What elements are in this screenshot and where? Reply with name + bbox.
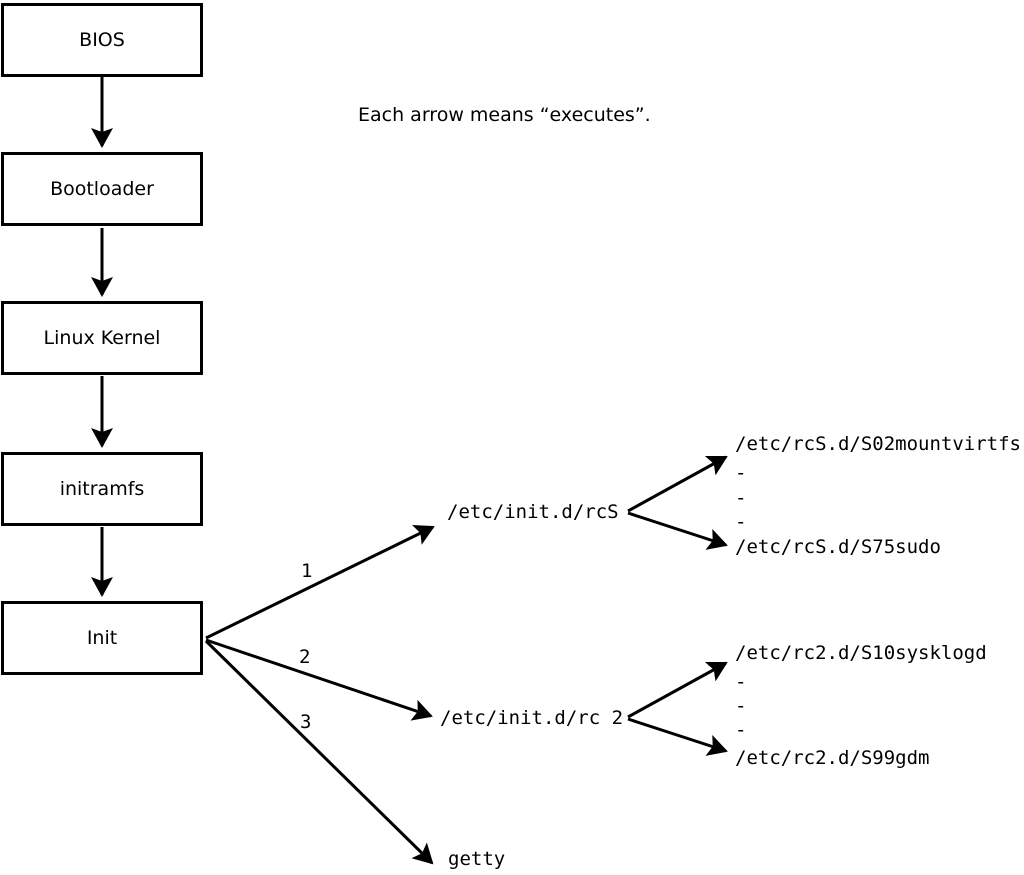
target-rcs: /etc/init.d/rcS [447, 501, 619, 523]
arrow-rc2-to-s99gdm [627, 717, 728, 756]
box-initramfs-label: initramfs [59, 478, 145, 500]
target-getty: getty [448, 848, 506, 870]
script-s99gdm: /etc/rc2.d/S99gdm [735, 747, 930, 769]
ellipsis-dash: - [735, 487, 747, 509]
box-initramfs: initramfs [1, 452, 203, 526]
ellipsis-dash: - [735, 511, 747, 533]
script-s75sudo: /etc/rcS.d/S75sudo [735, 536, 941, 558]
legend-note: Each arrow means “executes”. [358, 104, 651, 126]
arrow-rcs-to-s75sudo [627, 511, 728, 550]
arrow-init-to-rc2 [205, 638, 433, 721]
branch-number-2: 2 [299, 646, 311, 668]
box-bootloader: Bootloader [1, 152, 203, 226]
target-rc2: /etc/init.d/rc 2 [440, 707, 624, 729]
box-init-label: Init [86, 627, 118, 649]
ellipsis-dash: - [735, 671, 747, 693]
box-bios-label: BIOS [79, 29, 125, 51]
box-bootloader-label: Bootloader [50, 178, 154, 200]
box-bios: BIOS [1, 3, 203, 77]
box-linux-kernel: Linux Kernel [1, 301, 203, 375]
box-init: Init [1, 601, 203, 675]
ellipsis-dash: - [735, 695, 747, 717]
arrow-rc2-to-s10sysklogd [627, 661, 728, 719]
branch-number-1: 1 [301, 560, 313, 582]
script-s10sysklogd: /etc/rc2.d/S10sysklogd [735, 642, 987, 664]
arrow-init-to-rcs [205, 525, 435, 640]
arrow-init-to-getty [204, 639, 434, 865]
box-linux-kernel-label: Linux Kernel [43, 327, 161, 349]
script-s02mountvirtfs: /etc/rcS.d/S02mountvirtfs [735, 433, 1021, 455]
branch-number-3: 3 [300, 711, 312, 733]
ellipsis-dash: - [735, 719, 747, 741]
arrow-rcs-to-s02mountvirtfs [627, 455, 728, 513]
ellipsis-dash: - [735, 462, 747, 484]
